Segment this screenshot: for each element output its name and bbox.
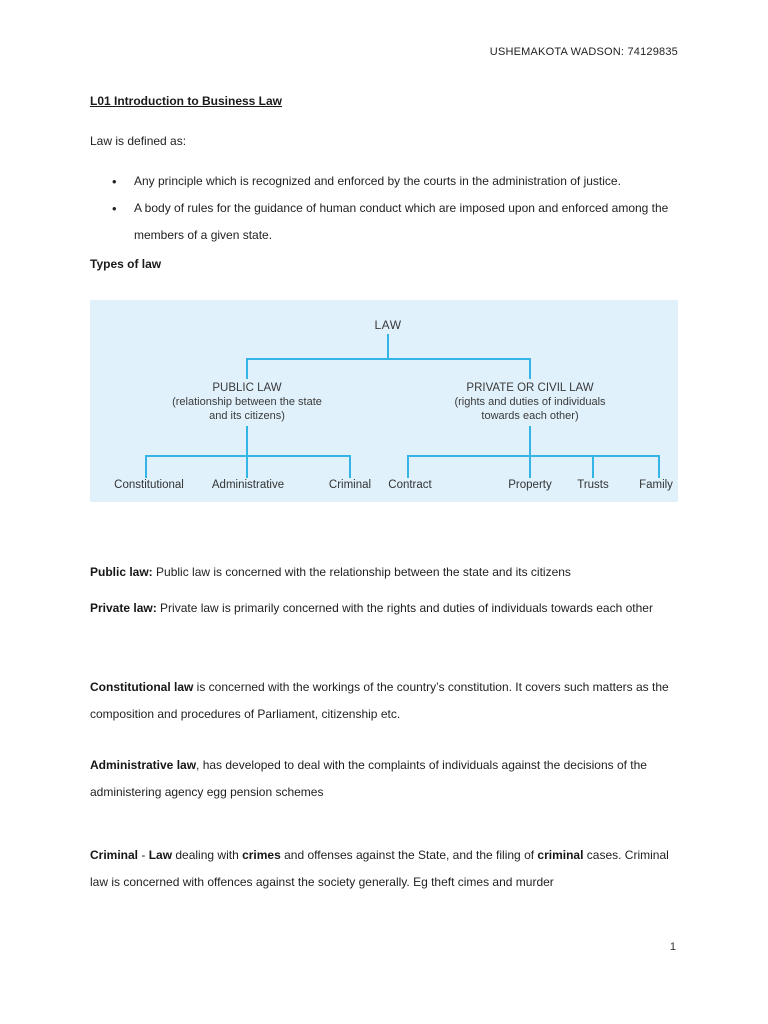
paragraph-text: , has developed to deal with the complai… (90, 758, 647, 799)
diagram-private-law-node: PRIVATE OR CIVIL LAW (rights and duties … (390, 381, 670, 423)
diagram-leaf-criminal: Criminal (328, 479, 372, 491)
connector-line (407, 455, 660, 457)
connector-line (529, 358, 531, 379)
private-law-subtitle: (rights and duties of individuals (454, 396, 606, 408)
connector-line (246, 358, 248, 379)
term-criminal-word: criminal (537, 848, 584, 862)
paragraph-constitutional-law: Constitutional law is concerned with the… (90, 674, 682, 728)
term-public-law: Public law: (90, 565, 153, 579)
definition-list: Any principle which is recognized and en… (90, 168, 682, 249)
paragraph-criminal-law: Criminal - Law dealing with crimes and o… (90, 842, 682, 896)
paragraph-text: - (138, 848, 149, 862)
term-administrative-law: Administrative law (90, 758, 197, 772)
connector-line (246, 426, 248, 455)
diagram-leaf-administrative: Administrative (211, 479, 285, 491)
connector-line (145, 455, 351, 457)
term-criminal: Criminal (90, 848, 139, 862)
public-law-subtitle: and its citizens) (209, 410, 285, 422)
connector-line (387, 334, 389, 358)
paragraph-private-law: Private law: Private law is primarily co… (90, 595, 682, 622)
list-item: Any principle which is recognized and en… (90, 168, 682, 195)
connector-line (145, 455, 147, 478)
paragraph-text: and offenses against the State, and the … (280, 848, 538, 862)
private-law-title: PRIVATE OR CIVIL LAW (466, 382, 594, 394)
diagram-leaf-constitutional: Constitutional (114, 479, 184, 491)
paragraph-text: Public law is concerned with the relatio… (152, 565, 571, 579)
connector-line (529, 426, 531, 455)
term-crimes: crimes (242, 848, 281, 862)
connector-line (407, 455, 409, 478)
connector-line (246, 358, 531, 360)
connector-line (349, 455, 351, 478)
diagram-public-law-node: PUBLIC LAW (relationship between the sta… (107, 381, 387, 423)
connector-line (246, 455, 248, 478)
term-private-law: Private law: (90, 601, 157, 615)
diagram-leaf-contract: Contract (388, 479, 432, 491)
paragraph-text: is concerned with the workings of the co… (90, 680, 669, 721)
page-title: L01 Introduction to Business Law (90, 94, 283, 108)
connector-line (592, 455, 594, 478)
intro-line: Law is defined as: (90, 134, 187, 148)
paragraph-administrative-law: Administrative law, has developed to dea… (90, 752, 682, 806)
list-item: A body of rules for the guidance of huma… (90, 195, 682, 249)
public-law-subtitle: (relationship between the state (172, 396, 322, 408)
paragraph-text: Private law is primarily concerned with … (156, 601, 653, 615)
term-constitutional-law: Constitutional law (90, 680, 194, 694)
types-of-law-heading: Types of law (90, 257, 162, 271)
connector-line (529, 455, 531, 478)
paragraph-text: dealing with (172, 848, 243, 862)
law-types-diagram: LAW PUBLIC LAW (relationship between the… (90, 300, 678, 502)
paragraph-public-law: Public law: Public law is concerned with… (90, 559, 682, 586)
connector-line (658, 455, 660, 478)
diagram-root-node: LAW (374, 318, 402, 332)
header-owner: USHEMAKOTA WADSON: 74129835 (489, 46, 678, 58)
diagram-leaf-property: Property (508, 479, 552, 491)
term-law: Law (148, 848, 173, 862)
diagram-leaf-family: Family (639, 479, 673, 491)
diagram-leaf-trusts: Trusts (577, 479, 609, 491)
paragraph-text: cases. Criminal law is concerned with of… (90, 848, 669, 889)
page-number: 1 (669, 941, 676, 953)
private-law-subtitle: towards each other) (481, 410, 579, 422)
public-law-title: PUBLIC LAW (212, 382, 282, 394)
